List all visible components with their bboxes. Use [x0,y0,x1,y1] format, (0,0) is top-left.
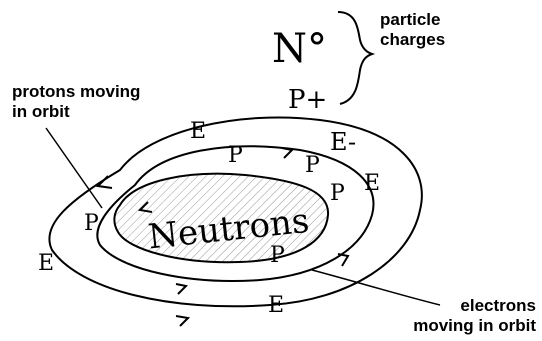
protons-leader-line [46,128,102,208]
proton-letter: P [270,243,285,268]
protons-label-line: in orbit [12,102,140,122]
proton-letter: P [84,211,99,236]
protons-label: protons moving in orbit [12,82,140,122]
particle-charges-label-line: charges [380,30,445,50]
protons-label-line: protons moving [12,82,140,102]
particle-charges-label: particle charges [380,10,445,50]
electrons-label-line: moving in orbit [413,316,536,336]
proton-letter: P [305,153,320,178]
electron-symbol: E- [330,128,356,156]
proton-letter: P [228,143,243,168]
electrons-label-line: electrons [413,296,536,316]
particle-charges-label-line: particle [380,10,445,30]
neutron-symbol: N° [272,26,327,72]
electron-letter: E [364,171,380,196]
proton-symbol: P+ [288,85,327,115]
brace [338,12,372,104]
electrons-label: electrons moving in orbit [413,296,536,336]
electron-letter: E [190,119,206,144]
electron-letter: E [268,293,284,318]
proton-letter: P [330,181,345,206]
electron-letter: E [38,251,54,276]
